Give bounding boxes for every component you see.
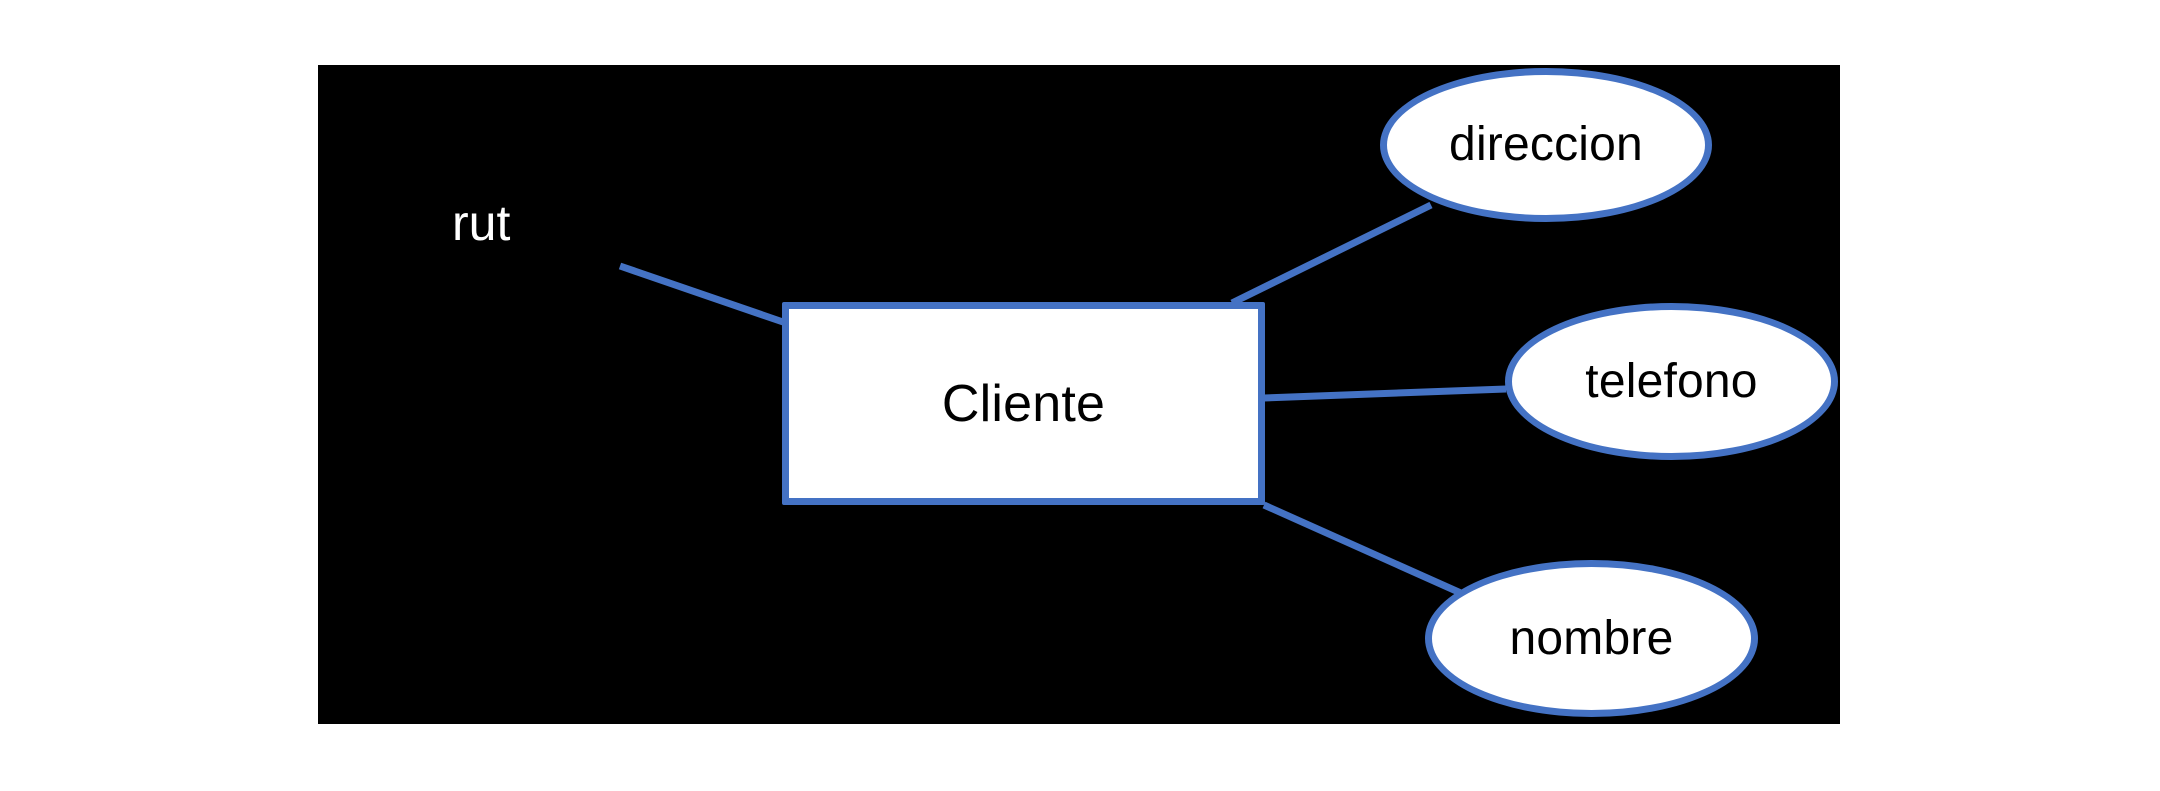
attribute-label-direccion: direccion — [1449, 118, 1643, 171]
attribute-node-direccion[interactable]: direccion — [1380, 68, 1712, 222]
attribute-label-nombre: nombre — [1509, 611, 1674, 665]
attribute-node-nombre[interactable]: nombre — [1425, 560, 1758, 717]
attribute-label-telefono: telefono — [1585, 354, 1758, 408]
entity-node-cliente[interactable]: Cliente — [782, 302, 1265, 505]
attribute-node-telefono[interactable]: telefono — [1505, 303, 1838, 460]
entity-label-cliente: Cliente — [941, 374, 1106, 433]
attribute-label-rut[interactable]: rut — [452, 195, 511, 251]
